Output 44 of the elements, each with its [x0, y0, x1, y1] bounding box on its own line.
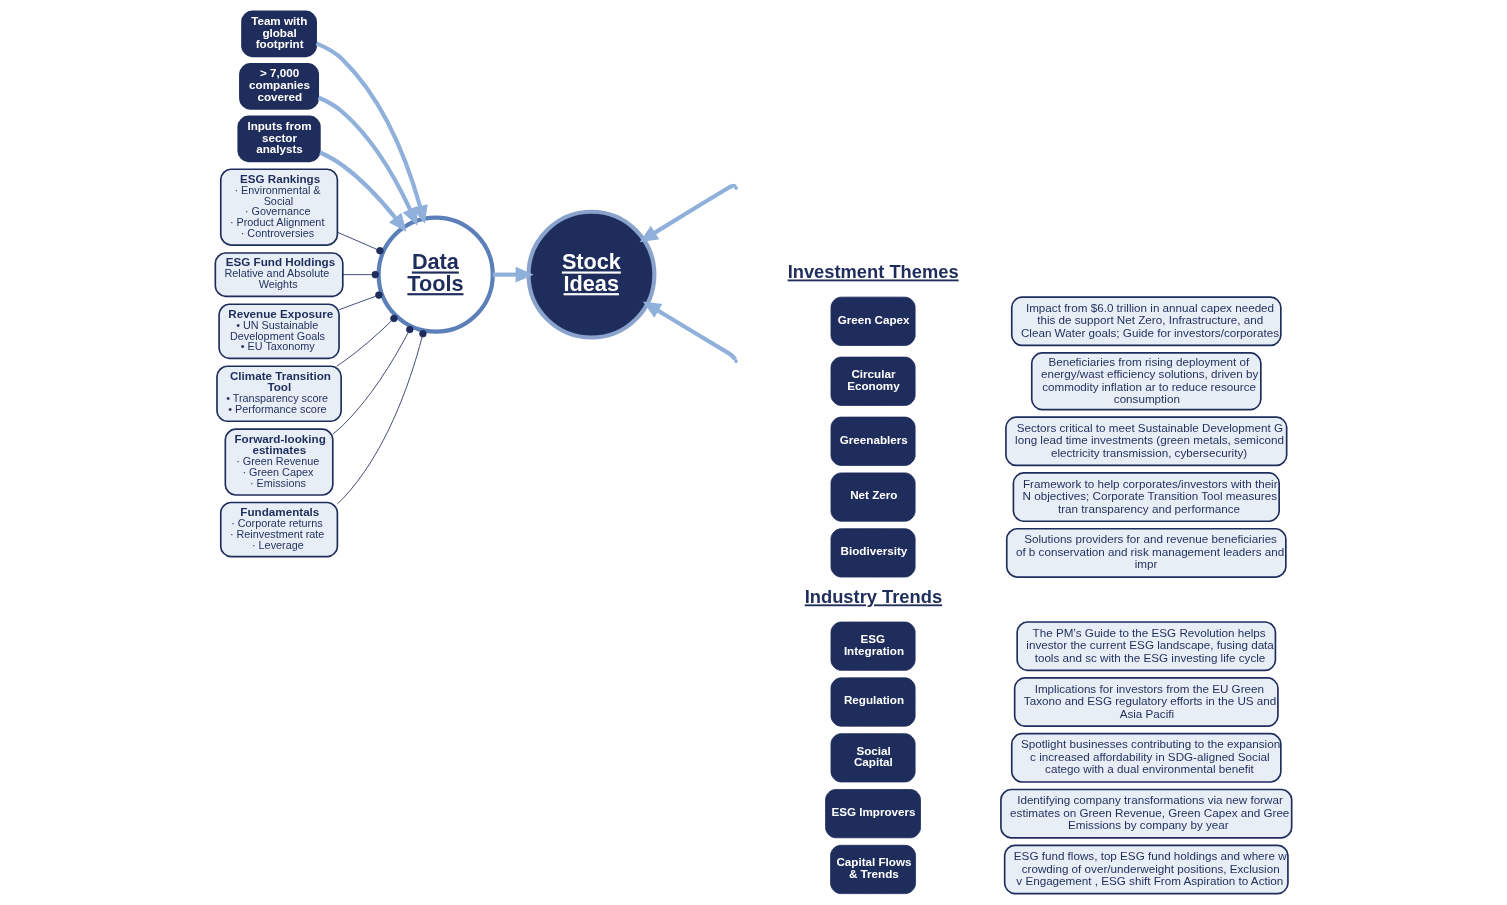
node-box: Forward-looking estimates · Green Revenue · Green Capex · Emissions — [224, 428, 334, 496]
node-box: Green Capex — [830, 296, 916, 346]
node-box: ESG Improvers — [825, 789, 921, 839]
arrow — [492, 266, 534, 283]
node-box: Identifying company transformations via new forwar estimates on Green Revenue, Green Capex and Gree Emissions by company by year — [1000, 788, 1293, 839]
node-box: Greenablers — [830, 416, 916, 466]
node-box: Circular Economy — [830, 356, 916, 406]
connector — [342, 270, 380, 279]
connector — [337, 330, 427, 505]
node-box: The PM’s Guide to the ESG Revolution helps investor the current ESG landscape, fusing data tools and sc with the ESG investing life cycle — [1016, 621, 1277, 672]
node-box: Fundamentals · Corporate returns · Reinvestment rate · Leverage — [219, 501, 339, 558]
node-box: ESG Integration — [830, 621, 916, 671]
node-box: > 7,000 companies covered — [239, 63, 320, 110]
node-box: Capital Flows & Trends — [830, 844, 916, 895]
node-box: Beneficiaries from rising deployment of energy/wast efficiency solutions, driven by commodity inflation ar to reduce resource consumption — [1030, 352, 1262, 411]
node-box: Implications for investors from the EU Green Taxono and ESG regulatory efforts in the US and Asia Pacifi — [1013, 677, 1279, 727]
node-box: Revenue Exposure • UN Sustainable Development Goals • EU Taxonomy — [218, 303, 340, 360]
node-box: Biodiversity — [830, 528, 916, 578]
node-box: Framework to help corporates/investors with their N objectives; Corporate Transition Tool measures tran transparency and performance — [1012, 472, 1280, 523]
arrow — [315, 41, 428, 224]
arrow — [317, 95, 418, 226]
node-box: Sectors critical to meet Sustainable Development G long lead time investments (green metals, semicond electricity transmission, cybersecurity) — [1005, 416, 1288, 467]
node-box: Climate Transition Tool • Transparency score • Performance score — [216, 365, 342, 423]
connector — [338, 291, 383, 311]
node-box: ESG fund flows, top ESG fund holdings and where w crowding of over/underweight positions, Exclusion v Engagement , ESG shift From Aspiration to Action — [1003, 844, 1289, 895]
connector — [337, 231, 384, 255]
node-box: Team with global footprint — [241, 10, 317, 58]
connector — [332, 325, 414, 435]
arrow — [639, 184, 736, 243]
node-circle: Stock Ideas — [526, 209, 657, 340]
arrow — [642, 301, 737, 361]
label: Investment Themes — [787, 261, 959, 283]
label: Industry Trends — [804, 586, 943, 608]
node-box: Regulation — [830, 677, 916, 727]
node-box: Net Zero — [830, 472, 916, 522]
node-box: Impact from $6.0 trillion in annual capex needed this de support Net Zero, Infrastructure, and Clean Water goals; Guide for investors/corporates — [1010, 296, 1282, 347]
arrow — [319, 150, 407, 232]
node-box: ESG Fund Holdings Relative and Absolute Weights — [214, 252, 344, 298]
node-box: Inputs from sector analysts — [237, 115, 321, 163]
node-box: Social Capital — [830, 733, 916, 783]
node-box: ESG Rankings · Environmental & Social · Governance · Product Alignment · Controversies — [219, 168, 339, 246]
connector — [336, 314, 398, 367]
node-box: Solutions providers for and revenue beneficiaries of b conservation and risk management leaders and impr — [1005, 527, 1287, 578]
node-box: Spotlight businesses contributing to the expansion c increased affordability in SDG-aligned Social catego with a dual environmental benefit — [1010, 732, 1282, 783]
